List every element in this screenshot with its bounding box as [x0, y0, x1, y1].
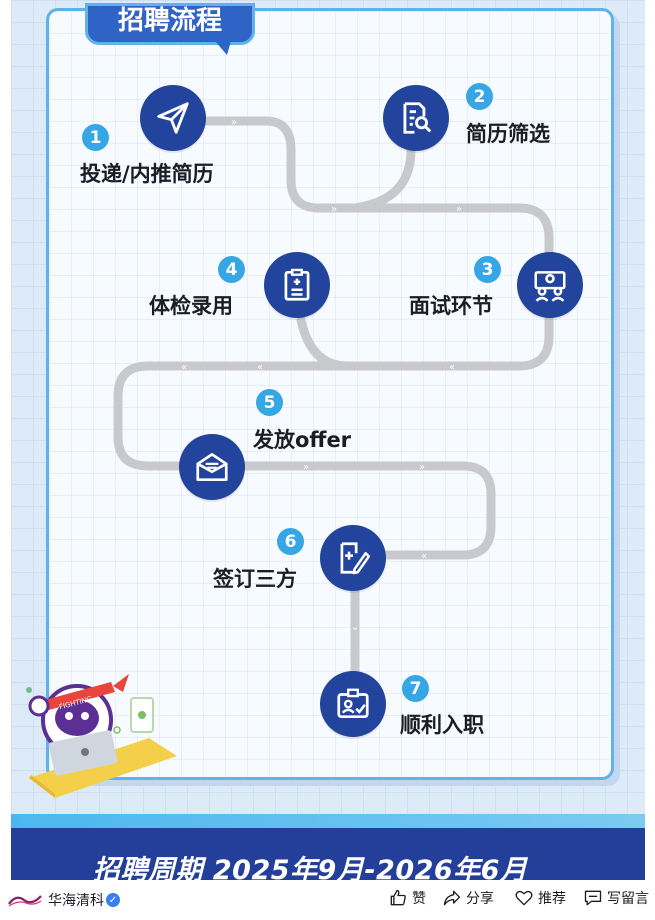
track-arrow: » — [231, 117, 237, 128]
clipboard-icon — [264, 252, 330, 318]
track-arrow: « — [181, 362, 187, 373]
contract-sign-icon — [320, 525, 386, 591]
recruitment-poster: 招聘流程 » » » « « « » » « ⌄ 1 投递/内推简历 2 — [11, 0, 645, 880]
step-number: 4 — [218, 256, 245, 283]
recommend-button[interactable]: 推荐 — [514, 888, 566, 908]
step-number: 2 — [466, 83, 493, 110]
like-button[interactable]: 赞 — [388, 888, 426, 908]
like-label: 赞 — [412, 890, 426, 906]
share-label: 分享 — [466, 890, 494, 906]
interview-icon — [517, 252, 583, 318]
track-arrow: « — [257, 362, 263, 373]
envelope-icon — [179, 434, 245, 500]
document-search-icon — [383, 85, 449, 151]
poster-title: 招聘流程 — [85, 3, 255, 45]
paper-plane-icon — [140, 85, 206, 151]
robot-mascot-illustration: FIGHTING — [26, 674, 177, 798]
track-arrow: » — [456, 204, 462, 215]
title-tab-tail — [215, 41, 231, 55]
step-number: 3 — [474, 256, 501, 283]
thumbs-up-icon — [390, 889, 406, 906]
step-label: 发放offer — [253, 428, 352, 452]
recommend-label: 推荐 — [538, 890, 566, 906]
step-number: 6 — [277, 528, 304, 555]
process-card: 招聘流程 — [46, 3, 614, 780]
share-button[interactable]: 分享 — [442, 888, 494, 908]
track-arrow: « — [421, 551, 427, 562]
step-number: 5 — [256, 389, 283, 416]
article-footer-bar: 华海清科 ✓ 赞 分享 推荐 写留言 — [0, 880, 655, 920]
step-label: 简历筛选 — [466, 122, 550, 146]
company-logo-icon[interactable] — [8, 892, 42, 908]
id-badge-icon — [320, 671, 386, 737]
step-number: 7 — [402, 675, 429, 702]
track-arrow: » — [419, 462, 425, 473]
step-number: 1 — [82, 124, 109, 151]
recruitment-period-text: 招聘周期 2025年9月-2026年6月 — [93, 855, 528, 880]
step-label: 顺利入职 — [400, 713, 484, 737]
track-arrow: » — [303, 462, 309, 473]
comment-button[interactable]: 写留言 — [583, 888, 649, 908]
step-label: 投递/内推简历 — [80, 162, 214, 186]
verified-badge-icon: ✓ — [106, 893, 120, 907]
track-arrow: « — [449, 362, 455, 373]
step-label: 签订三方 — [213, 567, 297, 591]
track-arrow: ⌄ — [351, 622, 359, 633]
step-label: 面试环节 — [409, 294, 493, 318]
comment-icon — [584, 890, 602, 906]
banner-stripe — [11, 814, 645, 830]
account-name[interactable]: 华海清科 — [48, 892, 104, 908]
heart-icon — [515, 890, 533, 906]
track-arrow: » — [331, 204, 337, 215]
share-arrow-icon — [443, 890, 461, 906]
comment-label: 写留言 — [607, 890, 649, 906]
recruitment-period-banner: 招聘周期 2025年9月-2026年6月 — [11, 828, 645, 880]
step-label: 体检录用 — [149, 294, 233, 318]
